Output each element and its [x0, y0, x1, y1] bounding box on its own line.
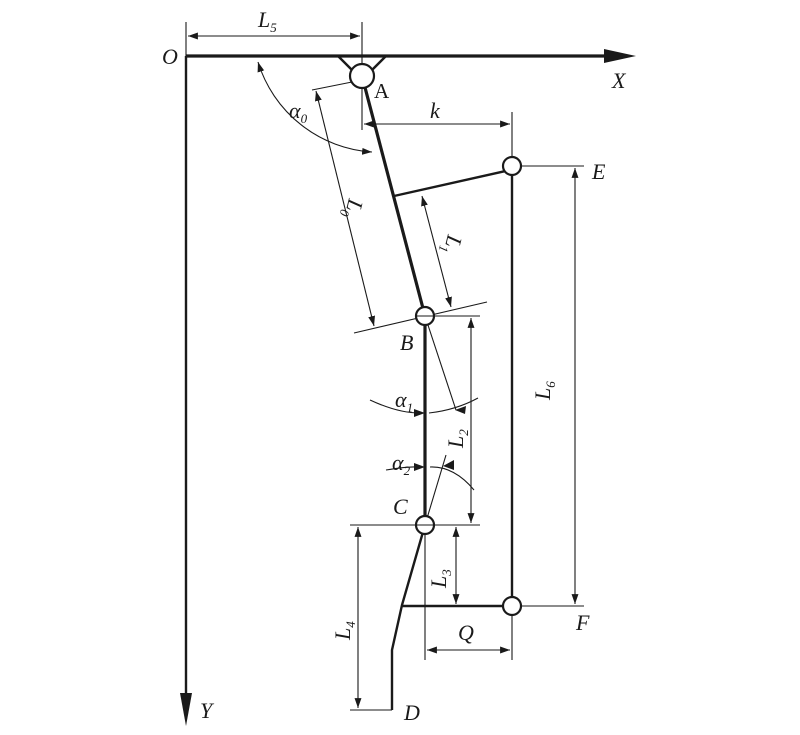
- label-x-axis: X: [611, 68, 627, 93]
- dim-l1-line: [421, 195, 452, 308]
- label-y-axis: Y: [200, 698, 215, 723]
- angle-alpha2-arrow-left: [414, 463, 425, 471]
- angle-alpha1-arrow-left: [414, 409, 425, 417]
- label-dim-l4: L4: [330, 621, 358, 641]
- joint-b: [414, 305, 436, 327]
- label-dim-l1: L1: [436, 231, 468, 257]
- label-dim-l5: L5: [257, 7, 277, 35]
- angle-alpha1-arrow-right: [455, 406, 466, 414]
- link-to-e: [393, 168, 511, 198]
- label-dim-l2: L2: [443, 429, 471, 449]
- label-point-d: D: [403, 700, 420, 725]
- label-angle-alpha1: α1: [395, 387, 413, 415]
- angle-alpha1-ref-line: [424, 315, 457, 411]
- y-axis-arrowhead: [180, 693, 192, 726]
- x-axis-arrowhead: [604, 49, 636, 63]
- label-point-b: B: [400, 330, 413, 355]
- label-dim-l3: L3: [426, 569, 454, 589]
- label-angle-alpha0: α0: [289, 98, 308, 126]
- label-point-a: A: [374, 79, 390, 103]
- label-angle-alpha2: α2: [392, 450, 411, 478]
- label-point-e: E: [591, 159, 606, 184]
- link-ab: [360, 75, 427, 317]
- label-origin: O: [162, 44, 178, 69]
- label-point-c: C: [393, 494, 408, 519]
- joint-a: [348, 62, 376, 90]
- angle-alpha2-ref-line: [424, 454, 447, 526]
- joint-c: [414, 514, 436, 536]
- label-dim-l6: L6: [530, 381, 558, 401]
- label-dim-q: Q: [458, 620, 474, 645]
- label-point-f: F: [575, 610, 590, 635]
- angle-alpha2-arrow-right: [443, 460, 454, 470]
- joint-e: [501, 155, 523, 177]
- label-dim-k: k: [430, 98, 441, 123]
- link-cd: [390, 524, 427, 710]
- label-dim-l0: L0: [337, 195, 369, 221]
- dim-l0-line: [315, 90, 375, 327]
- joint-f: [501, 595, 523, 617]
